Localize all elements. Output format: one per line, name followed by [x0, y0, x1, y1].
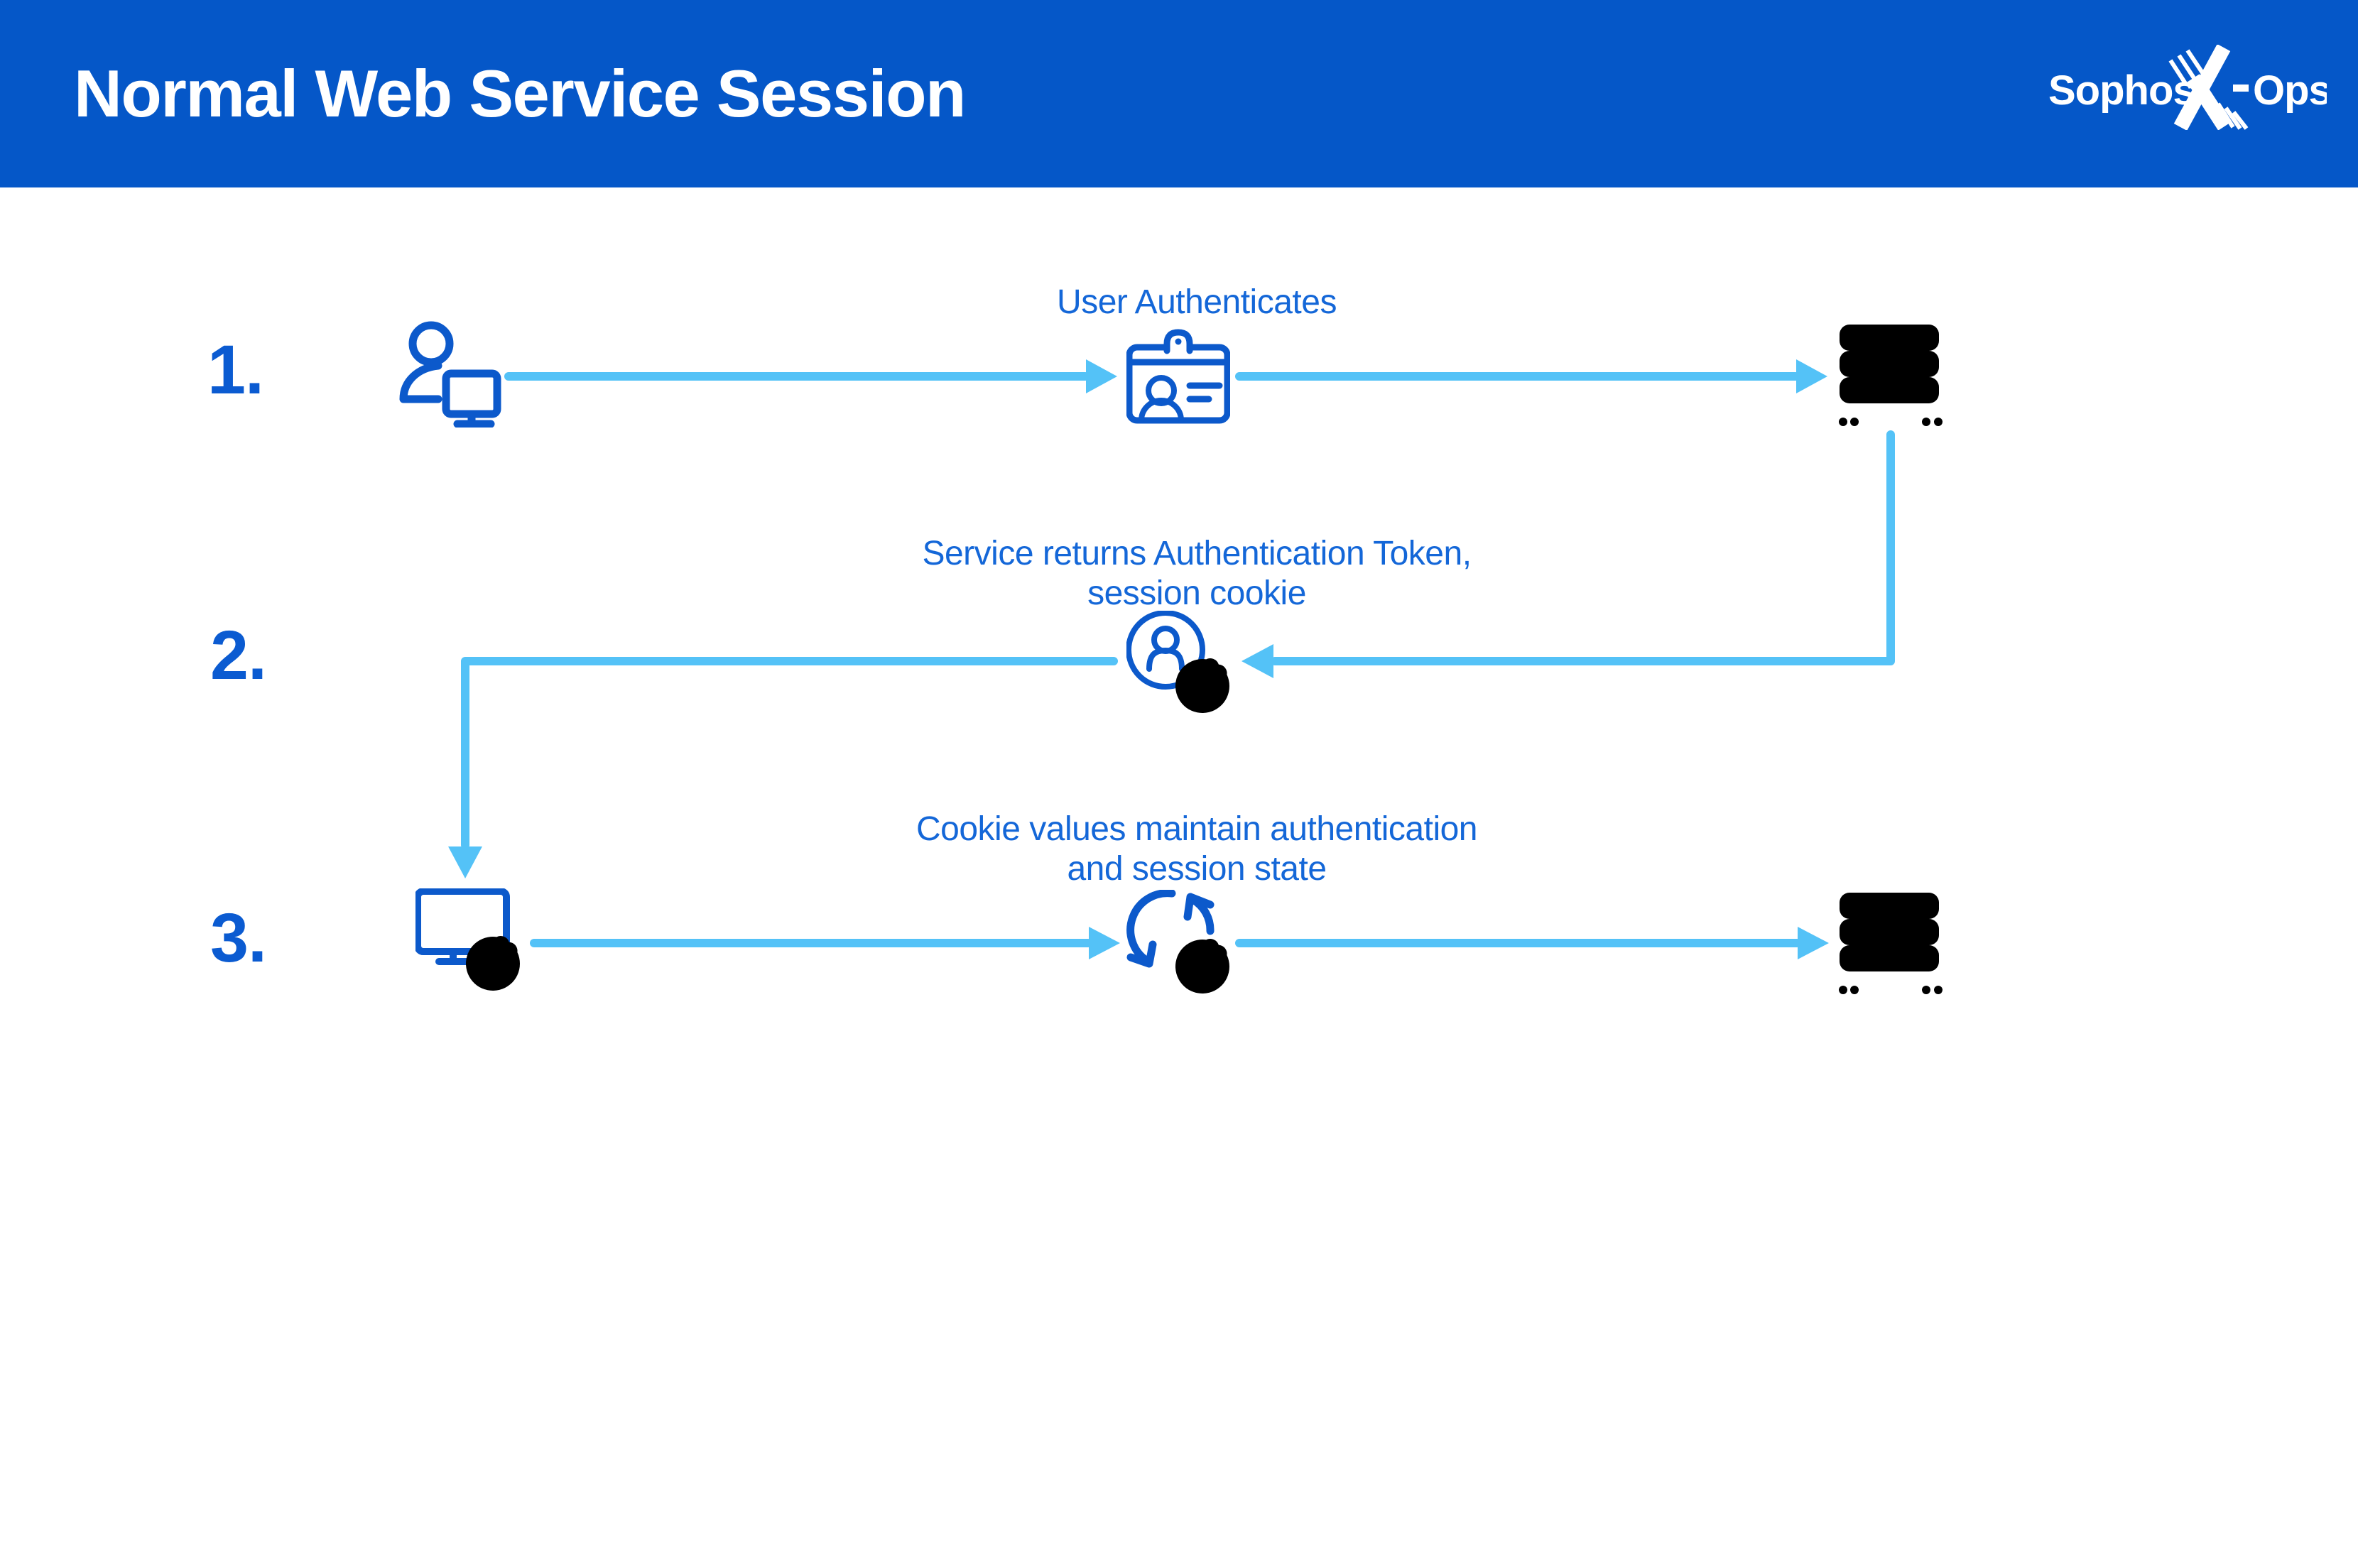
monitor-with-cookie-icon: [415, 888, 520, 991]
monitor-screen: [415, 888, 510, 955]
x-glyph-icon: [2168, 45, 2249, 130]
arrowhead-step1-left: [1086, 359, 1117, 393]
monitor-screen: [442, 369, 501, 418]
arrowhead-step3-right: [1798, 927, 1829, 959]
step2-label-line1: Service returns Authentication Token,: [922, 535, 1472, 572]
account-circle: [1126, 611, 1205, 690]
logo-text-ops: Ops: [2253, 67, 2327, 114]
step3-label: Cookie values maintain authentication an…: [806, 810, 1587, 888]
step3-number: 3.: [210, 899, 267, 976]
id-badge-icon: [1126, 329, 1230, 424]
arrow-step2-return: [1271, 430, 1895, 665]
step1-label: User Authenticates: [806, 283, 1587, 322]
logo-hyphen: [2233, 85, 2249, 92]
user-head: [408, 321, 454, 366]
arrowhead-step1-right: [1796, 359, 1827, 393]
step2-number: 2.: [210, 616, 267, 694]
refresh-with-cookie-icon: [1126, 890, 1229, 994]
step3-label-line2: and session state: [1067, 849, 1327, 888]
arrowhead-step2-return: [1242, 644, 1273, 678]
step3-label-line1: Cookie values maintain authentication: [916, 810, 1478, 848]
step2-label: Service returns Authentication Token, se…: [806, 534, 1587, 613]
user-with-session-cookie-icon: [1126, 611, 1229, 714]
arrowhead-step2-down: [448, 846, 482, 878]
page-title: Normal Web Service Session: [74, 56, 966, 131]
server-icon: [1839, 325, 1943, 426]
user-at-computer-icon: [399, 321, 501, 428]
server-icon: [1839, 893, 1943, 994]
logo-text-sophos: Sophos: [2048, 67, 2195, 114]
arrowhead-step3-left: [1089, 927, 1120, 959]
step1-number: 1.: [207, 331, 264, 408]
arrow-step2-to-client: [461, 657, 1118, 849]
cookie-icon: [1175, 939, 1229, 994]
refresh-arc-left: [1126, 890, 1176, 965]
step2-label-line2: session cookie: [1087, 574, 1306, 612]
sophos-x-ops-logo: Sophos Ops: [2048, 45, 2327, 130]
step1-label-line1: User Authenticates: [1057, 283, 1337, 321]
header-bar: Normal Web Service Session Sophos Ops: [0, 0, 2358, 187]
